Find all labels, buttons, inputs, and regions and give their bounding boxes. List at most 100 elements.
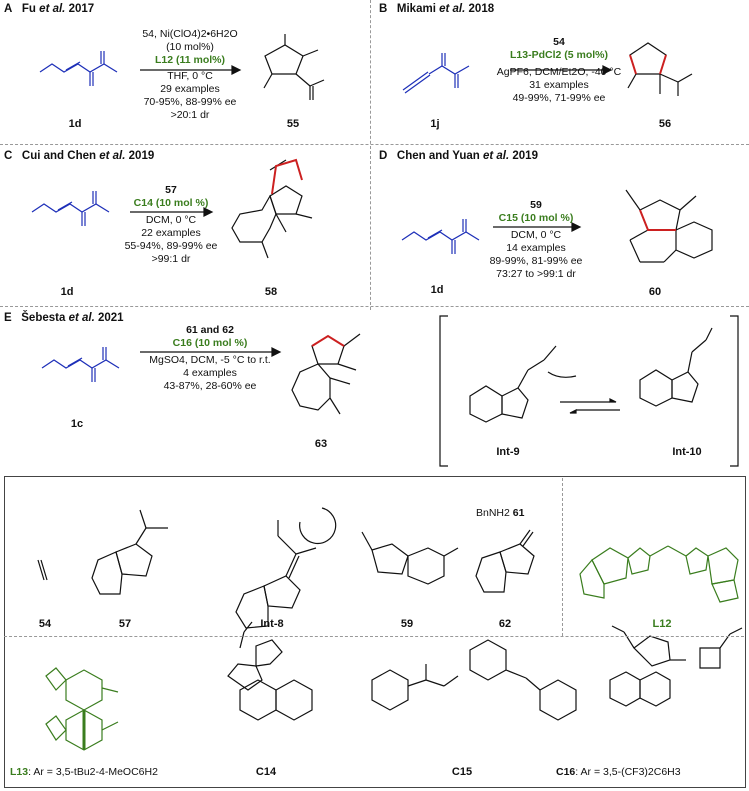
condition-line: C15 (10 mol %)	[498, 212, 574, 224]
condition-line: 49-99%, 71-99% ee	[512, 92, 606, 104]
structure-1d-c	[31, 191, 110, 226]
structure-1c	[41, 347, 120, 382]
label-prod-e: 63	[314, 438, 328, 450]
section-b-header: B Mikami et al. 2018	[379, 3, 494, 15]
conditions-b: 54 L13-PdCl2 (5 mol%) AgPF6, DCM/Et2O, -…	[496, 36, 622, 105]
section-letter: C	[4, 150, 13, 162]
structure-c15	[371, 639, 577, 721]
structure-55	[263, 34, 325, 100]
label-prod-a: 55	[286, 118, 300, 130]
condition-line: 43-87%, 28-60% ee	[163, 380, 257, 392]
label-57: 57	[118, 618, 132, 630]
section-author: Mikami	[396, 3, 436, 15]
section-etal: et al.	[482, 150, 510, 162]
section-year: 2019	[512, 150, 538, 162]
structure-c16	[609, 625, 743, 707]
section-letter: B	[379, 3, 388, 15]
section-letter: A	[4, 3, 13, 15]
condition-line: 61 and 62	[186, 324, 234, 336]
reagent-box	[4, 476, 746, 788]
condition-line: L13-PdCl2 (5 mol%)	[509, 49, 609, 61]
conditions-d: 59 C15 (10 mol %) DCM, 0 °C 14 examples …	[478, 199, 594, 281]
structure-59	[361, 531, 459, 585]
section-letter: D	[379, 150, 388, 162]
label-62: 62	[498, 618, 512, 630]
structure-1d-a	[39, 51, 118, 86]
divider-horizontal-cd-e	[0, 306, 749, 307]
label-prod-d: 60	[648, 286, 662, 298]
label-sm-c: 1d	[60, 286, 74, 298]
l13-description: : Ar = 3,5-tBu2-4-MeOC6H2	[28, 766, 158, 778]
section-year: 2018	[468, 3, 495, 15]
label-int-9: Int-9	[496, 446, 520, 458]
condition-line: 59	[530, 199, 542, 211]
condition-line: DCM, 0 °C	[510, 229, 562, 241]
conditions-c: 57 C14 (10 mol %) DCM, 0 °C 22 examples …	[112, 184, 230, 266]
divider-vertical-top	[370, 0, 371, 310]
section-year: 2017	[68, 3, 95, 15]
structure-int-10	[639, 327, 713, 407]
section-author: Šebesta	[21, 312, 66, 324]
condition-line: 4 examples	[183, 367, 237, 379]
structure-c14	[227, 621, 313, 721]
structure-62	[475, 529, 535, 593]
section-etal: et al.	[99, 150, 126, 162]
structure-57	[91, 509, 168, 595]
section-e-header: E Šebesta et al. 2021	[4, 312, 124, 324]
label-sm-d: 1d	[430, 284, 444, 296]
section-a-header: A Fu et al. 2017	[4, 3, 94, 15]
condition-line: >20:1 dr	[170, 109, 210, 121]
condition-line: 57	[165, 184, 177, 196]
divider-horizontal-ab-cd	[0, 144, 749, 145]
label-c16: C16	[556, 766, 576, 778]
section-year: 2021	[98, 312, 124, 324]
condition-line: 54, Ni(ClO4)2•6H2O	[142, 28, 238, 40]
structure-int-8	[235, 520, 317, 629]
conditions-e: 61 and 62 C16 (10 mol %) MgSO4, DCM, -5 …	[138, 324, 282, 393]
section-author: Fu	[21, 3, 36, 15]
structure-1d-d	[401, 219, 480, 254]
section-author: Chen and Yuan	[396, 150, 480, 162]
condition-line: 55-94%, 89-99% ee	[124, 240, 218, 252]
bnnh2-formula: BnNH2	[476, 507, 510, 519]
condition-line: MgSO4, DCM, -5 °C to r.t.	[149, 354, 271, 366]
c16-description: : Ar = 3,5-(CF3)2C6H3	[575, 766, 681, 778]
label-sm-a: 1d	[68, 118, 82, 130]
section-etal: et al.	[39, 3, 66, 15]
section-etal: et al.	[68, 312, 95, 324]
section-d-header: D Chen and Yuan et al. 2019	[379, 150, 538, 162]
condition-line: AgPF6, DCM/Et2O, -40 °C	[496, 66, 622, 78]
structure-1j	[402, 53, 470, 94]
condition-line: 89-99%, 81-99% ee	[489, 255, 583, 267]
condition-line: 54	[553, 36, 565, 48]
condition-line: 70-95%, 88-99% ee	[143, 96, 237, 108]
conditions-a: 54, Ni(ClO4)2•6H2O (10 mol%) L12 (11 mol…	[133, 28, 247, 122]
condition-line: 22 examples	[141, 227, 201, 239]
divider-reagent-vertical	[562, 478, 563, 636]
condition-line: 14 examples	[506, 242, 566, 254]
structure-56	[627, 42, 693, 96]
condition-line: >99:1 dr	[151, 253, 191, 265]
condition-line: L12 (11 mol%)	[154, 54, 226, 66]
condition-line: 73:27 to >99:1 dr	[496, 268, 576, 280]
label-l12: L12	[652, 618, 672, 630]
label-c16-line: C16: Ar = 3,5-(CF3)2C6H3	[556, 766, 746, 779]
label-prod-b: 56	[658, 118, 672, 130]
label-61: 61	[512, 507, 525, 519]
section-year: 2019	[128, 150, 155, 162]
label-c14: C14	[255, 766, 277, 778]
structure-60	[625, 189, 713, 263]
label-sm-b: 1j	[430, 118, 440, 130]
structure-63	[291, 333, 361, 415]
label-54: 54	[38, 618, 52, 630]
label-int-8: Int-8	[260, 618, 284, 630]
condition-line: (10 mol%)	[166, 41, 214, 53]
divider-reagent-horizontal	[4, 636, 744, 637]
label-int-10: Int-10	[672, 446, 702, 458]
section-author: Cui and Chen	[21, 150, 97, 162]
label-sm-e: 1c	[70, 418, 84, 430]
condition-line: DCM, 0 °C	[145, 214, 197, 226]
section-c-header: C Cui and Chen et al. 2019	[4, 150, 154, 162]
structure-int-9	[469, 345, 557, 423]
label-c15: C15	[451, 766, 473, 778]
